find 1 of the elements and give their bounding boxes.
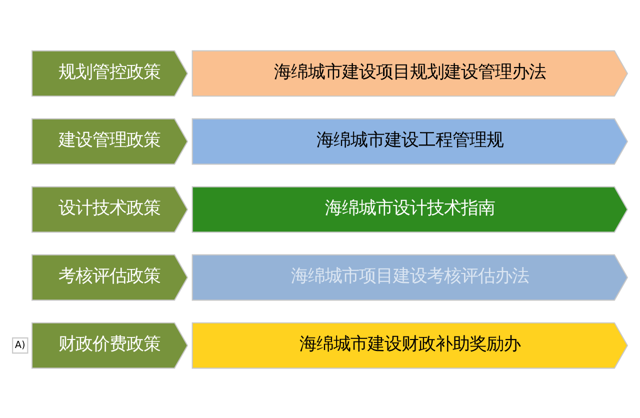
label: A) bbox=[14, 339, 26, 350]
